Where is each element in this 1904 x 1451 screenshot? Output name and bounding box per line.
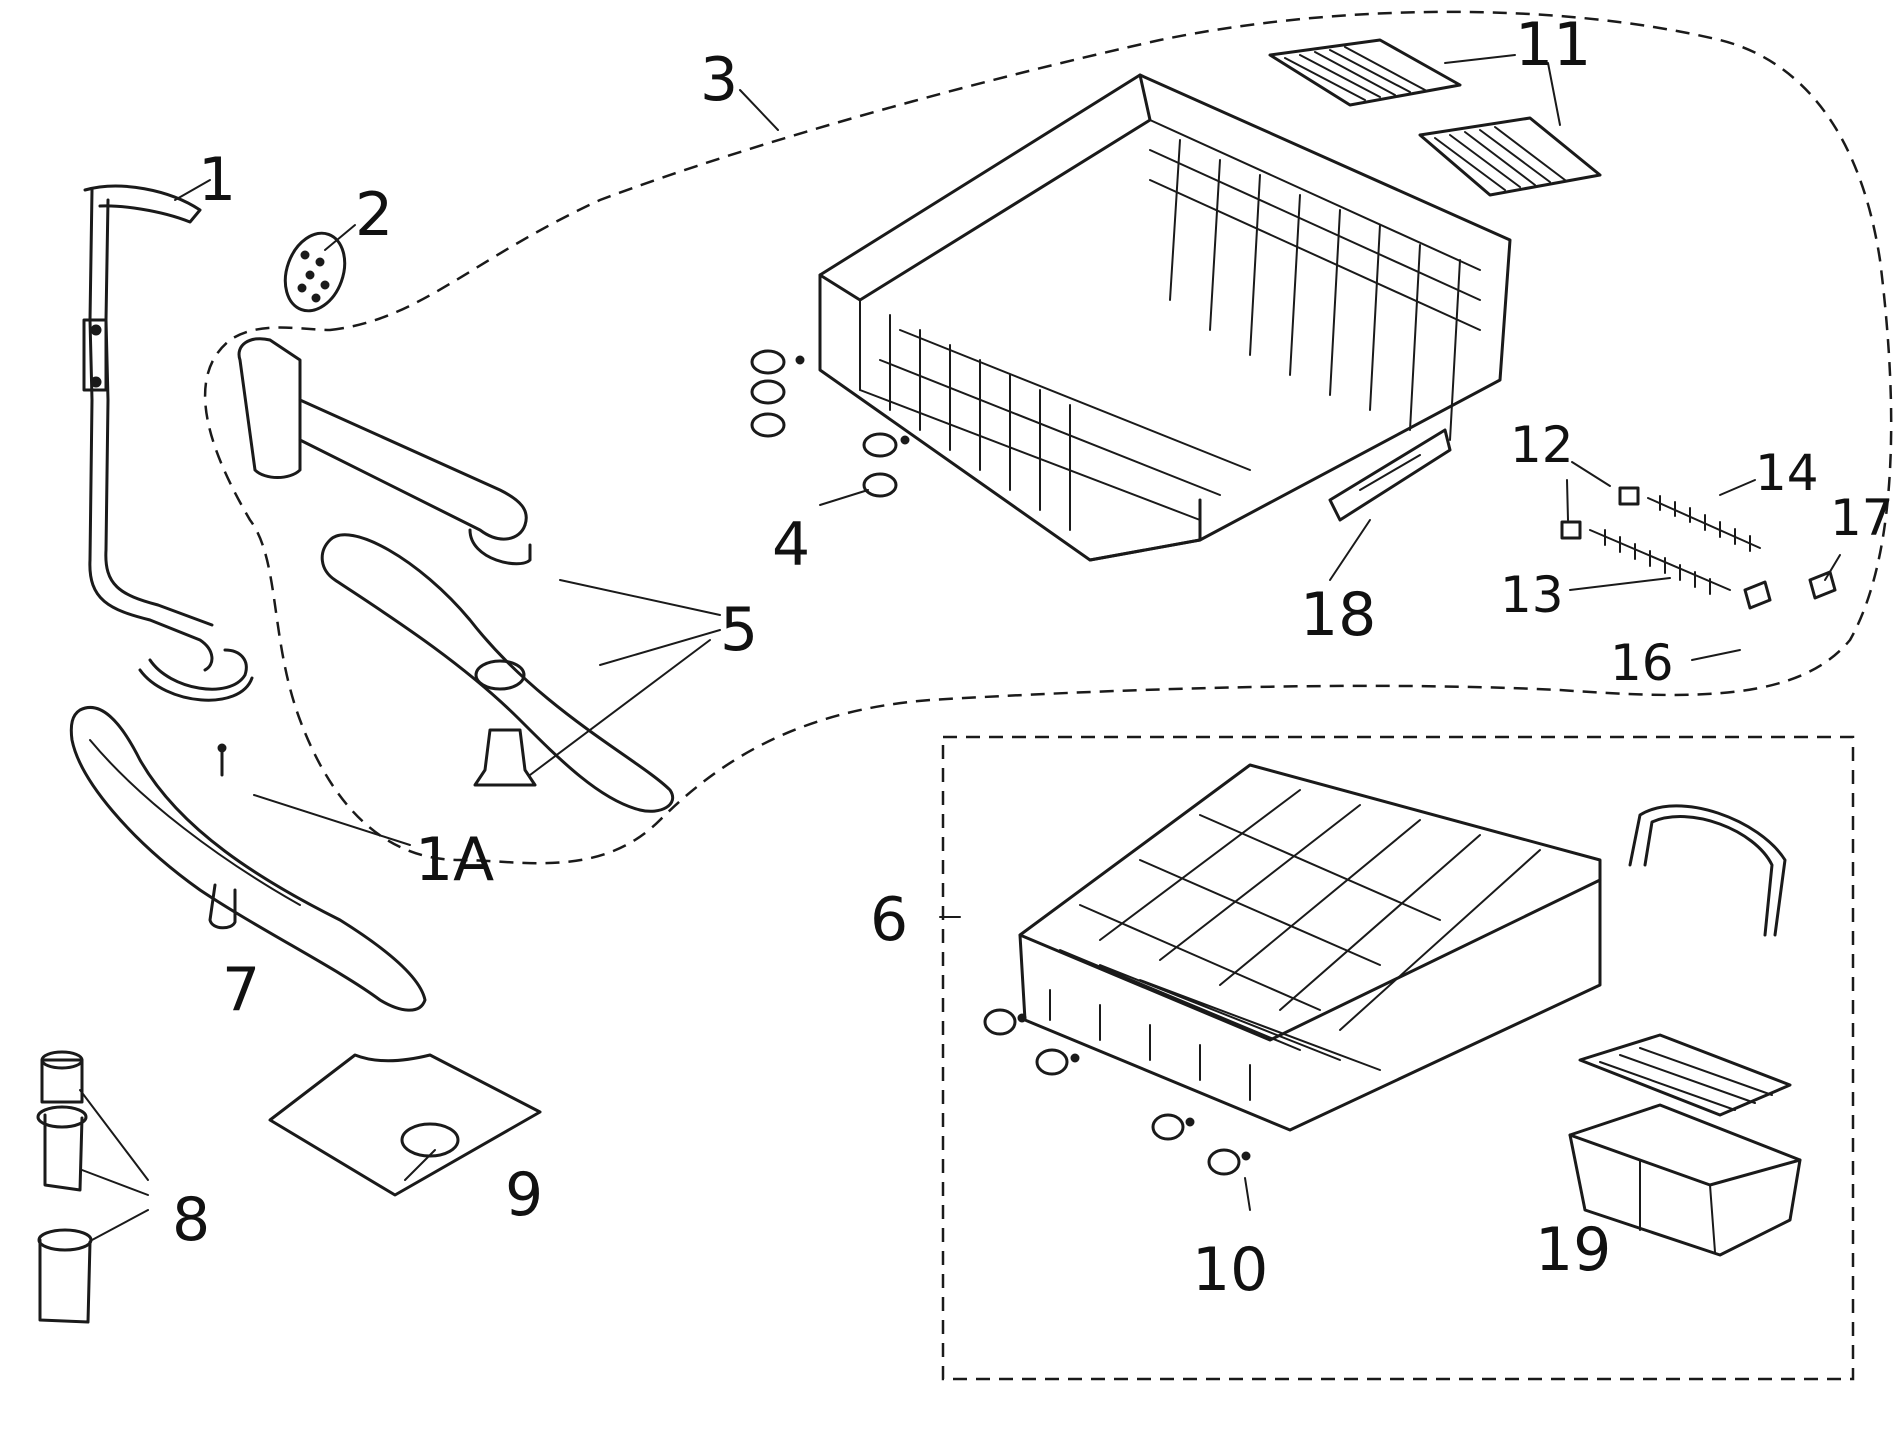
label-part-5: 5 [720, 595, 758, 665]
feed-tube-part [82, 184, 254, 702]
upper-rack-basket-part [818, 73, 1512, 562]
label-part-7: 7 [222, 955, 260, 1025]
rack-wheels-part [750, 349, 910, 498]
filter-disc-part [283, 231, 347, 313]
lower-rack-basket-part [1018, 763, 1602, 1132]
label-part-11: 11 [1515, 10, 1591, 80]
silverware-basket-part [1568, 804, 1802, 1257]
label-part-1: 1 [198, 145, 236, 215]
label-part-12: 12 [1510, 416, 1574, 474]
label-part-14: 14 [1755, 444, 1819, 502]
leader-lines [79, 54, 1841, 1241]
label-part-10: 10 [1192, 1235, 1268, 1305]
upper-rack-assembly-outline [203, 10, 1893, 865]
label-part-6: 6 [870, 885, 908, 955]
rack-rail-components-part [1560, 486, 1837, 610]
rack-handle-part [1328, 428, 1452, 522]
label-part-16: 16 [1610, 634, 1674, 692]
label-part-19: 19 [1535, 1215, 1611, 1285]
label-part-1a: 1A [415, 825, 494, 895]
label-part-9: 9 [505, 1160, 543, 1230]
label-part-18: 18 [1300, 580, 1376, 650]
label-part-3: 3 [700, 45, 738, 115]
label-part-2: 2 [355, 180, 393, 250]
label-part-13: 13 [1500, 566, 1564, 624]
filter-cups-part [36, 1050, 93, 1324]
label-part-4: 4 [772, 510, 810, 580]
lower-spray-arm-part [69, 706, 427, 1012]
lower-rack-wheels-part [983, 1008, 1251, 1176]
label-part-17: 17 [1830, 489, 1894, 547]
tine-racks-part [1268, 38, 1602, 197]
label-part-8: 8 [172, 1185, 210, 1255]
gasket-plate-part [268, 1053, 542, 1197]
lower-rack-assembly-box [941, 735, 1855, 1381]
upper-spray-arm-part [237, 337, 674, 813]
